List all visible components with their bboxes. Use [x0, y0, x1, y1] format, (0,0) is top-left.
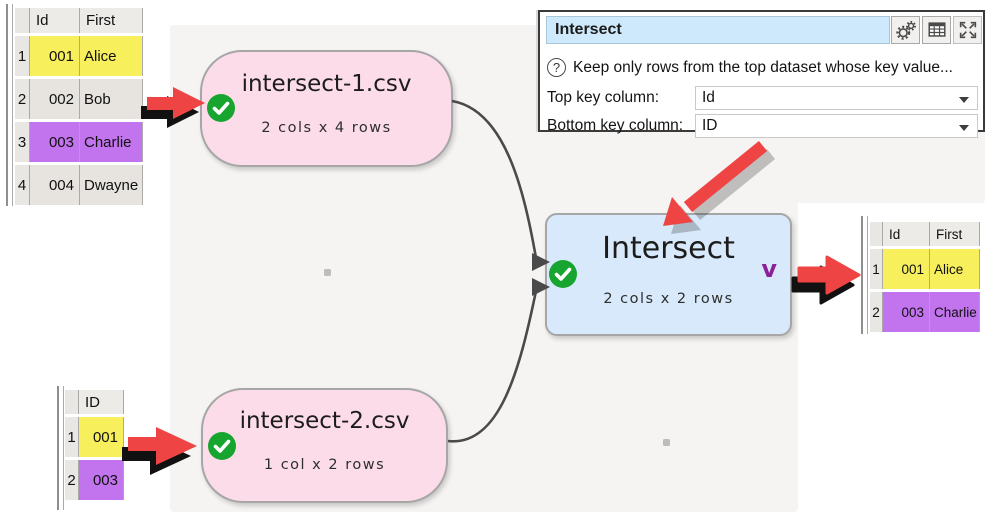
- check-icon: [207, 431, 237, 461]
- annotation-arrow-to-output: [791, 255, 861, 305]
- node-title: Intersect: [602, 231, 735, 266]
- node-dropdown-indicator[interactable]: v: [761, 255, 777, 283]
- transform-name-input[interactable]: [546, 16, 890, 44]
- column-header[interactable]: First: [930, 222, 980, 246]
- corner-cell: [870, 222, 883, 246]
- row-number[interactable]: 3: [15, 122, 30, 162]
- table-cell[interactable]: Alice: [80, 36, 143, 76]
- column-header[interactable]: Id: [30, 8, 80, 33]
- output-preview-table: Id First 1 001 Alice 2 003 Charlie: [870, 222, 980, 332]
- top-key-column-field: Top key column: Id: [547, 86, 978, 110]
- node-subtitle: 2 cols x 2 rows: [603, 291, 734, 307]
- table-cell[interactable]: Charlie: [80, 122, 143, 162]
- chevron-down-icon: [959, 125, 969, 131]
- table-cell[interactable]: Bob: [80, 79, 143, 119]
- table-cell[interactable]: 004: [30, 165, 80, 205]
- row-number[interactable]: 1: [65, 417, 79, 457]
- expand-icon[interactable]: [953, 16, 982, 44]
- field-label: Bottom key column:: [547, 117, 684, 134]
- table-cell[interactable]: 003: [30, 122, 80, 162]
- node-subtitle: 2 cols x 4 rows: [261, 120, 392, 136]
- node-subtitle: 1 col x 2 rows: [263, 457, 386, 473]
- node-title: intersect-2.csv: [239, 408, 410, 434]
- chevron-down-icon: [959, 97, 969, 103]
- column-header[interactable]: Id: [883, 222, 930, 246]
- row-number[interactable]: 2: [65, 460, 79, 500]
- field-label: Top key column:: [547, 89, 659, 106]
- table-cell[interactable]: Charlie: [930, 292, 980, 332]
- transform-properties-panel: ? Keep only rows from the top dataset wh…: [538, 10, 985, 138]
- check-icon: [548, 259, 578, 289]
- corner-cell: [15, 8, 30, 33]
- table-cell[interactable]: 001: [79, 417, 124, 457]
- pane-edge: [6, 4, 13, 206]
- row-number[interactable]: 2: [15, 79, 30, 119]
- canvas-grid-dot: [663, 439, 670, 446]
- table-cell[interactable]: 001: [883, 249, 930, 289]
- column-header[interactable]: First: [80, 8, 143, 33]
- selected-value: ID: [702, 117, 718, 134]
- canvas-grid-dot: [324, 269, 331, 276]
- transform-description: ? Keep only rows from the top dataset wh…: [547, 58, 953, 77]
- table-cell[interactable]: 002: [30, 79, 80, 119]
- pane-edge: [57, 386, 64, 510]
- corner-cell: [65, 390, 79, 414]
- row-number[interactable]: 1: [870, 249, 883, 289]
- bottom-key-column-select[interactable]: ID: [695, 114, 978, 138]
- table-cell[interactable]: 001: [30, 36, 80, 76]
- table-cell[interactable]: Alice: [930, 249, 980, 289]
- node-intersect-1-csv[interactable]: intersect-1.csv 2 cols x 4 rows: [200, 50, 453, 167]
- bottom-key-column-field: Bottom key column: ID: [547, 114, 978, 138]
- pane-edge: [861, 216, 868, 334]
- row-number[interactable]: 4: [15, 165, 30, 205]
- table-cell[interactable]: 003: [79, 460, 124, 500]
- input1-preview-table: Id First 1 001 Alice 2 002 Bob 3 003 Cha…: [15, 8, 143, 205]
- help-icon[interactable]: ?: [547, 58, 566, 77]
- selected-value: Id: [702, 89, 715, 106]
- node-intersect-transform[interactable]: Intersect 2 cols x 2 rows v: [545, 213, 792, 336]
- table-cell[interactable]: 003: [883, 292, 930, 332]
- node-title: intersect-1.csv: [241, 71, 412, 97]
- settings-gears-icon[interactable]: [891, 16, 920, 44]
- column-header[interactable]: ID: [79, 390, 124, 414]
- input2-preview-table: ID 1 001 2 003: [65, 390, 124, 500]
- row-number[interactable]: 1: [15, 36, 30, 76]
- node-intersect-2-csv[interactable]: intersect-2.csv 1 col x 2 rows: [201, 388, 448, 503]
- check-icon: [206, 93, 236, 123]
- row-number[interactable]: 2: [870, 292, 883, 332]
- table-cell[interactable]: Dwayne: [80, 165, 143, 205]
- help-text: Keep only rows from the top dataset whos…: [573, 58, 953, 76]
- top-key-column-select[interactable]: Id: [695, 86, 978, 110]
- table-view-icon[interactable]: [922, 16, 951, 44]
